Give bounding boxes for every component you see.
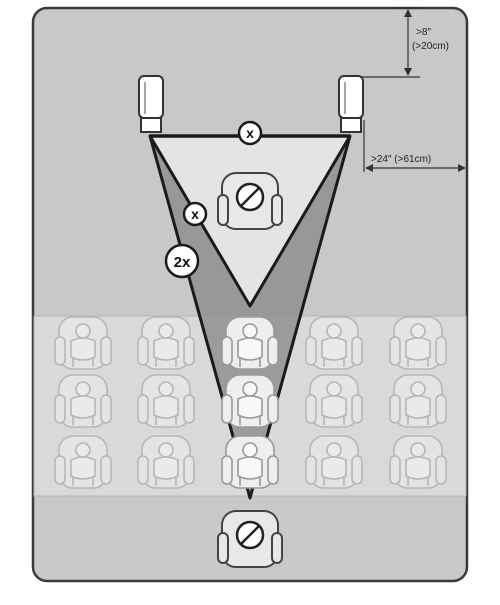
ghost-seat xyxy=(305,374,363,428)
height-clearance-imperial: >8″ xyxy=(416,27,431,38)
outer-line-marker: 2x xyxy=(164,243,200,279)
top-line-marker-label: x xyxy=(246,125,254,141)
ghost-seat xyxy=(305,435,363,489)
highlighted-seat xyxy=(221,316,279,370)
ghost-seat xyxy=(389,435,447,489)
right-headrest-icon xyxy=(338,75,364,133)
highlighted-seat xyxy=(221,374,279,428)
ghost-seat xyxy=(137,435,195,489)
ghost-seat xyxy=(389,316,447,370)
inner-line-marker-label: x xyxy=(191,206,199,222)
ghost-seat xyxy=(54,374,112,428)
side-clearance-dimension: >24″ (>61cm) xyxy=(363,120,466,172)
ghost-seat xyxy=(137,374,195,428)
side-clearance-label: >24″ (>61cm) xyxy=(371,154,431,165)
height-clearance-dimension: >8″ (>20cm) xyxy=(360,7,449,78)
height-clearance-metric: (>20cm) xyxy=(412,41,449,52)
prohibited-seat-upper xyxy=(217,172,283,230)
ghost-seat xyxy=(389,374,447,428)
ghost-seat xyxy=(54,435,112,489)
prohibited-seat-lower xyxy=(217,510,283,568)
left-headrest-icon xyxy=(138,75,164,133)
outer-line-marker-label: 2x xyxy=(174,254,191,271)
top-line-marker: x xyxy=(237,120,263,146)
highlighted-seat xyxy=(221,435,279,489)
ghost-seat xyxy=(54,316,112,370)
highlighted-seat-column xyxy=(221,316,279,489)
inner-line-marker: x xyxy=(182,201,208,227)
ghost-seat xyxy=(137,316,195,370)
ghost-seat xyxy=(305,316,363,370)
